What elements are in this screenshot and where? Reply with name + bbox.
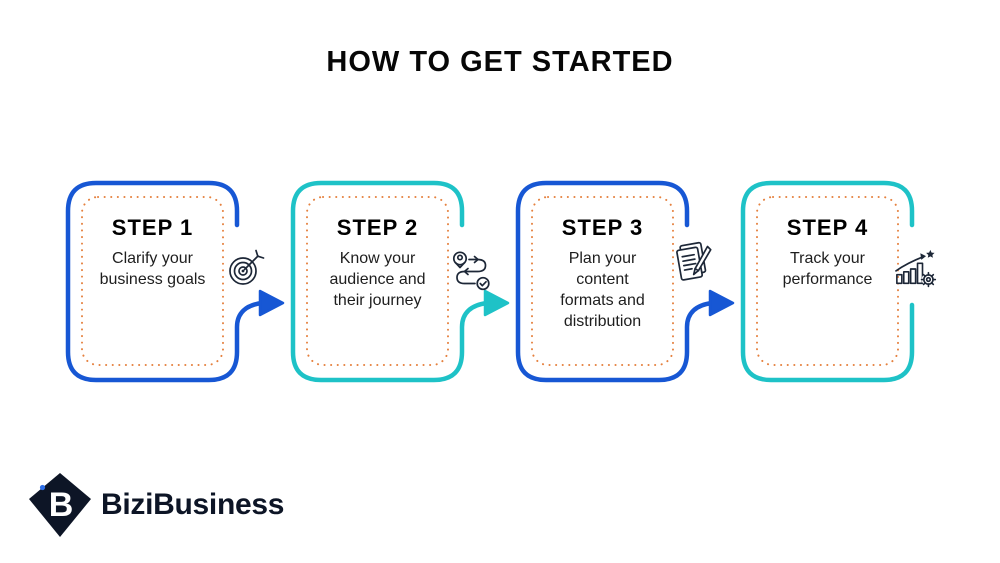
page-title: HOW TO GET STARTED bbox=[326, 46, 674, 78]
logo-blue-dot bbox=[39, 484, 46, 491]
step-description: Plan your content formats and distributi… bbox=[560, 250, 645, 330]
notepad-pencil-icon bbox=[670, 238, 716, 288]
logo-letter: B bbox=[49, 486, 74, 524]
step-label: STEP 4 bbox=[786, 215, 869, 240]
card-border-and-flow-arrow bbox=[515, 180, 735, 383]
step-label: STEP 3 bbox=[561, 215, 644, 240]
step-card-2: STEP 2 Know your audience and their jour… bbox=[287, 177, 517, 389]
target-icon bbox=[227, 247, 267, 287]
step-card-3: STEP 3 Plan your content formats and dis… bbox=[512, 177, 742, 389]
dotted-inner-border bbox=[81, 196, 224, 366]
card-border-and-flow-arrow bbox=[65, 180, 285, 383]
step-label: STEP 1 bbox=[111, 215, 194, 240]
step-description: Know your audience and their journey bbox=[329, 250, 426, 309]
dotted-inner-border bbox=[531, 196, 674, 366]
step-description: Track your performance bbox=[782, 250, 873, 288]
card-border bbox=[740, 180, 915, 383]
step-description: Clarify your business goals bbox=[99, 250, 206, 288]
step-card-1: STEP 1 Clarify your business goals bbox=[62, 177, 292, 389]
logo-wordmark: BiziBusiness bbox=[101, 488, 285, 521]
growth-chart-icon bbox=[894, 248, 938, 290]
brand-logo: B BiziBusiness bbox=[28, 472, 284, 538]
dotted-inner-border bbox=[306, 196, 449, 366]
step-label: STEP 2 bbox=[336, 215, 419, 240]
journey-route-icon bbox=[450, 248, 494, 292]
step-card-4: STEP 4 Track your performance bbox=[737, 177, 967, 389]
arrowhead bbox=[483, 289, 510, 317]
arrowhead bbox=[258, 289, 285, 317]
card-border-and-flow-arrow bbox=[290, 180, 510, 383]
arrowhead bbox=[708, 289, 735, 317]
dotted-inner-border bbox=[756, 196, 899, 366]
logo-diamond-mark: B bbox=[29, 473, 91, 537]
